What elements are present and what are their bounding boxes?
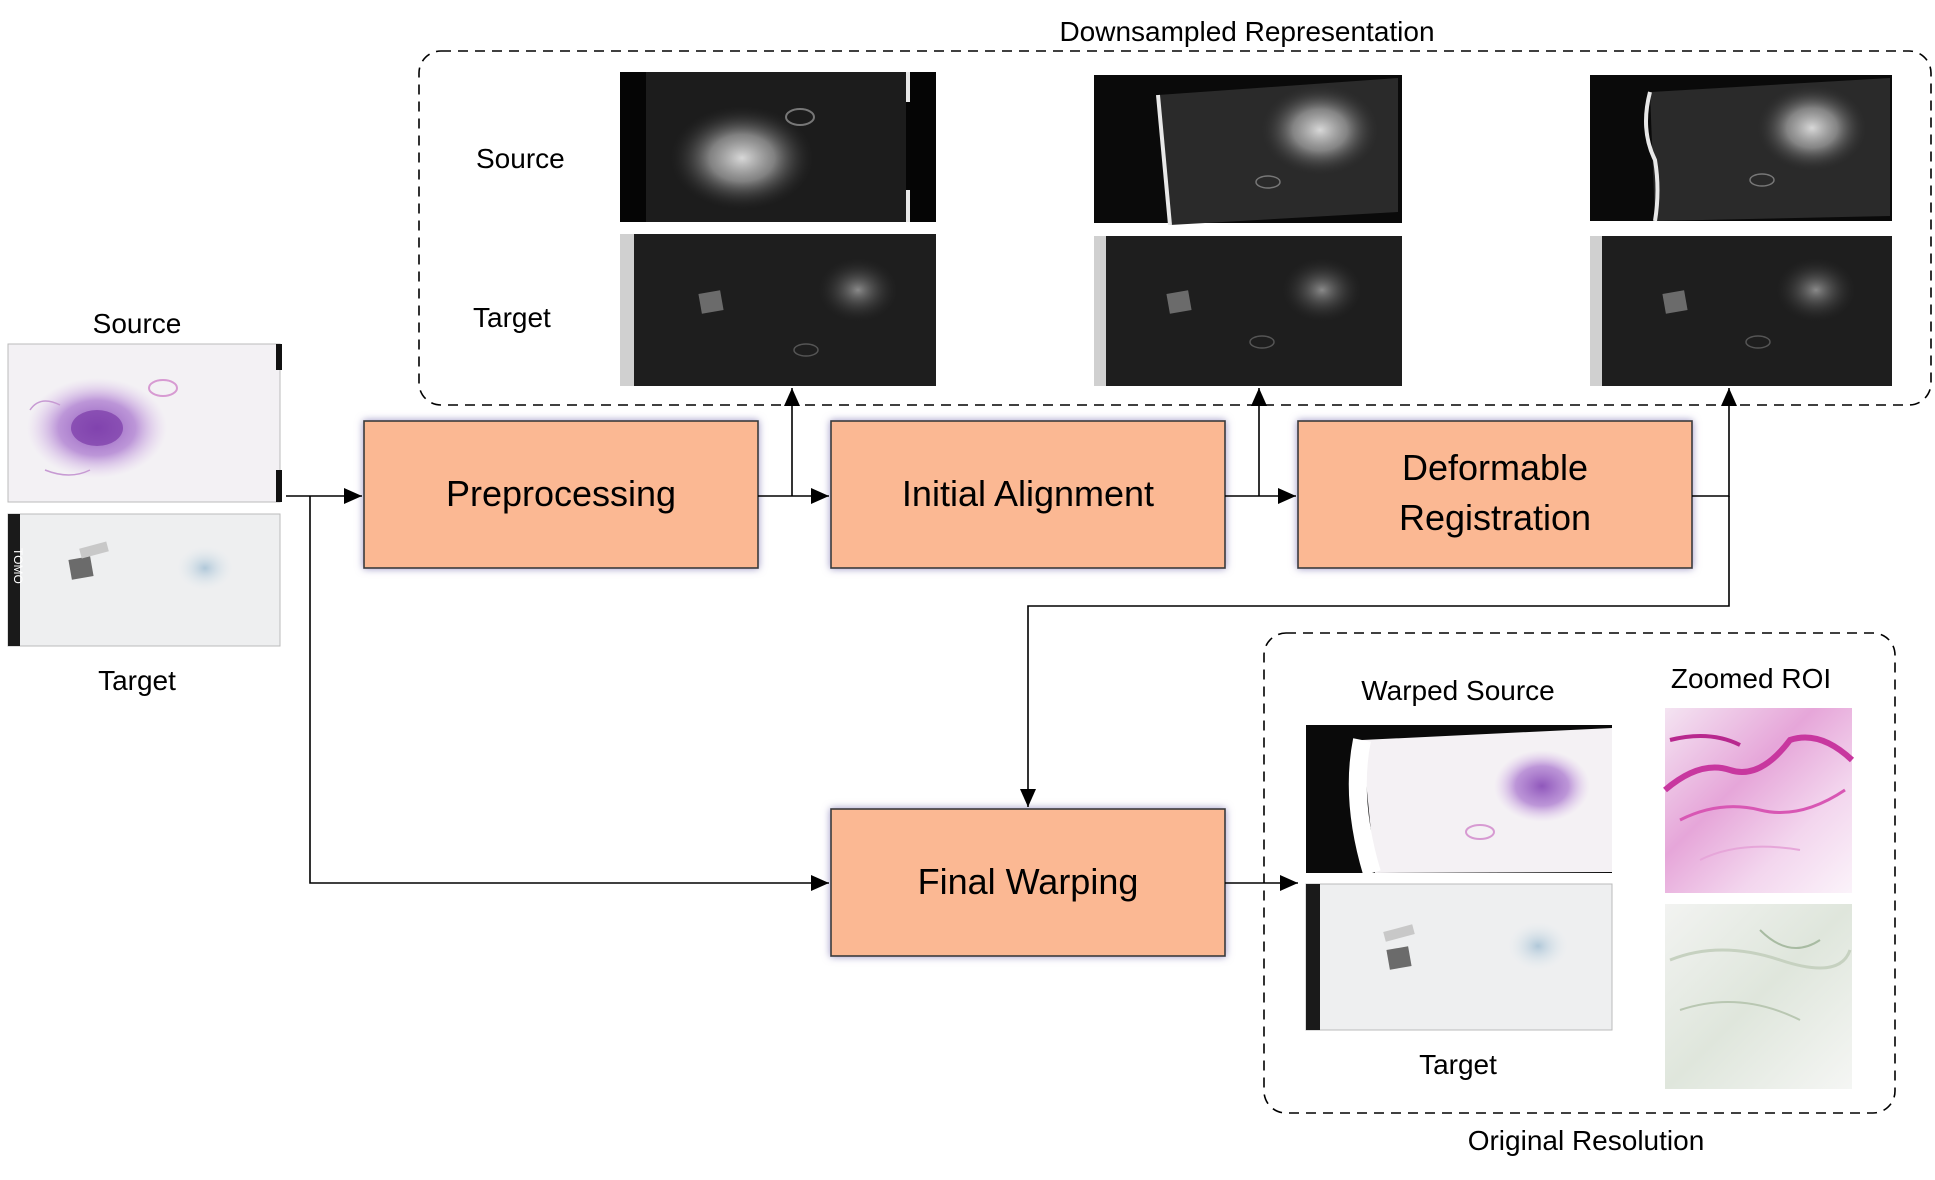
original-title: Original Resolution [1468,1125,1705,1156]
ds-target-preprocessed [620,234,936,386]
arrow-input-to-final-warping [309,496,829,891]
zoomed-roi-source [1663,708,1855,893]
output-target-image [1305,883,1613,1031]
downsampled-panel [418,50,1932,406]
warped-source-image [1306,725,1612,876]
deformable-label-line1: Deformable [1402,447,1588,488]
input-target-label: Target [98,665,176,696]
ds-source-aligned [1094,75,1402,226]
zoomed-roi-label: Zoomed ROI [1671,663,1831,694]
ds-target-deformed [1590,236,1892,386]
connectors [286,388,1737,891]
warped-source-label: Warped Source [1361,675,1555,706]
input-source-slide [7,343,282,503]
input-source-label: Source [93,308,182,339]
preprocessing-label: Preprocessing [446,473,676,514]
original-panel [1263,632,1896,1114]
output-target-label: Target [1419,1049,1497,1080]
downsampled-source-label: Source [476,143,565,174]
deformable-label-line2: Registration [1399,497,1591,538]
downsampled-title: Downsampled Representation [1059,16,1434,47]
arrow-deformable-to-final-warping [1020,496,1730,807]
final-warping-label: Final Warping [918,861,1139,902]
deformable-registration-step: Deformable Registration [1297,420,1693,569]
ds-source-deformed [1590,75,1892,222]
downsampled-target-label: Target [473,302,551,333]
final-warping-step: Final Warping [830,808,1226,957]
input-tomo-label: TOMO [11,548,25,584]
ds-target-aligned [1094,236,1402,386]
initial-alignment-step: Initial Alignment [830,420,1226,569]
ds-source-preprocessed [620,72,936,222]
initial-alignment-label: Initial Alignment [902,473,1154,514]
input-target-slide: TOMO [7,513,281,647]
zoomed-roi-target [1665,904,1852,1089]
preprocessing-step: Preprocessing [363,420,759,569]
